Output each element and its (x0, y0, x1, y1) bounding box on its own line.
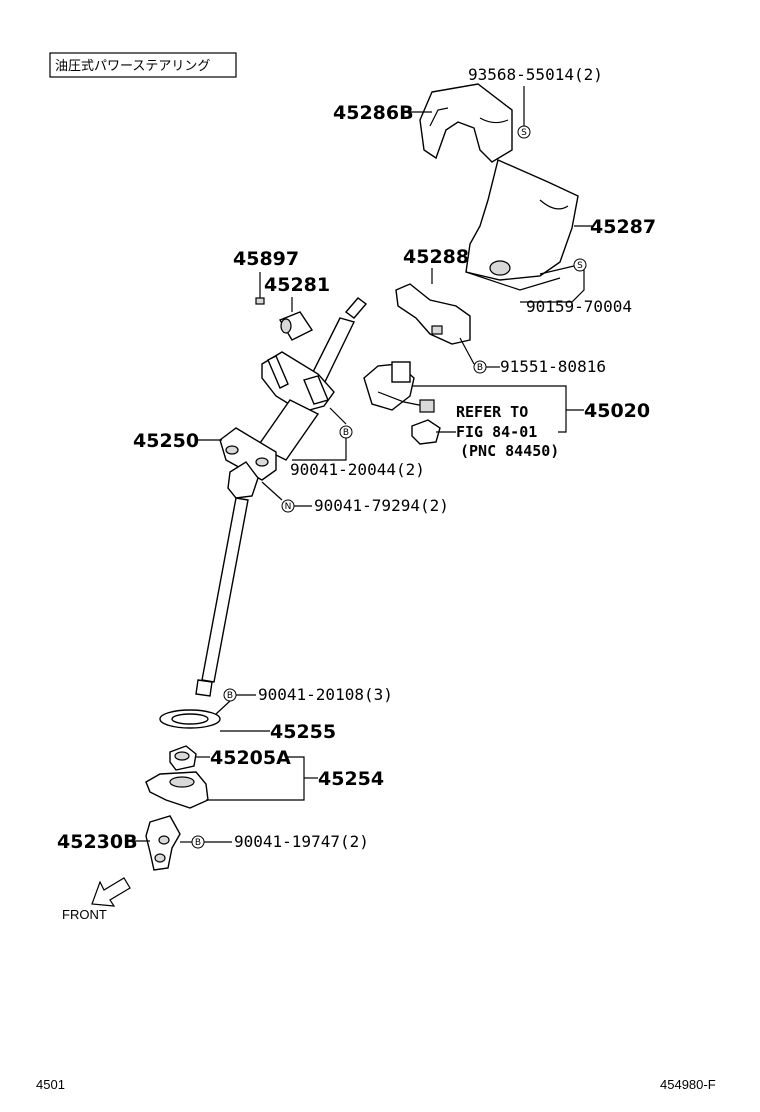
label-45281: 45281 (264, 274, 330, 296)
front-arrow-icon (91, 877, 131, 907)
b-marker-20108: B (223, 688, 237, 702)
label-93568-55014: 93568-55014(2) (468, 65, 603, 84)
label-45255: 45255 (270, 721, 336, 743)
label-90041-79294: 90041-79294(2) (314, 496, 449, 515)
svg-text:S: S (521, 128, 527, 138)
switch-assembly-part (363, 361, 441, 445)
label-45288: 45288 (403, 246, 469, 268)
b-marker-20044: B (339, 425, 353, 439)
footer-right-code: 454980-F (660, 1077, 716, 1092)
svg-text:B: B (195, 838, 201, 848)
refer-fig-text: FIG 84-01 (456, 423, 537, 441)
label-90041-20108: 90041-20108(3) (258, 685, 393, 704)
label-45897: 45897 (233, 248, 299, 270)
label-45286B: 45286B (333, 102, 414, 124)
front-label: FRONT (62, 907, 107, 922)
svg-text:B: B (227, 691, 233, 701)
svg-text:S: S (577, 261, 583, 271)
lower-cover-part (465, 159, 579, 291)
label-45230B: 45230B (57, 831, 138, 853)
bushing-45205A-part (169, 745, 197, 771)
boot-45254-part (145, 771, 209, 809)
bushing-45281-part (278, 311, 314, 341)
screw-45897-part (255, 297, 265, 305)
label-91551-80816: 91551-80816 (500, 357, 606, 376)
refer-to-text: REFER TO (456, 403, 528, 421)
label-90041-19747: 90041-19747(2) (234, 832, 369, 851)
label-45287: 45287 (590, 216, 656, 238)
svg-text:B: B (477, 363, 483, 373)
footer-left-code: 4501 (36, 1077, 65, 1092)
b-marker-91551: B (473, 360, 487, 374)
ujoint-45230B-part (145, 815, 181, 871)
label-45020: 45020 (584, 400, 650, 422)
s-marker-right: S (573, 258, 587, 272)
title-box: 油圧式パワーステアリング (49, 52, 237, 78)
label-45205A: 45205A (210, 747, 291, 769)
upper-cover-part (419, 83, 513, 163)
svg-text:B: B (343, 428, 349, 438)
b-marker-19747: B (191, 835, 205, 849)
label-45254: 45254 (318, 768, 384, 790)
s-marker-top: S (517, 125, 531, 139)
label-90041-20044: 90041-20044(2) (290, 460, 425, 479)
label-45250: 45250 (133, 430, 199, 452)
title-text: 油圧式パワーステアリング (55, 59, 210, 74)
label-90159-70004: 90159-70004 (526, 297, 632, 316)
steering-column-part (195, 297, 368, 697)
svg-text:N: N (285, 502, 292, 512)
n-marker-79294: N (281, 499, 295, 513)
refer-pnc-text: (PNC 84450) (460, 442, 559, 460)
bracket-45288-part (395, 283, 471, 345)
plate-45255-part (159, 709, 221, 729)
